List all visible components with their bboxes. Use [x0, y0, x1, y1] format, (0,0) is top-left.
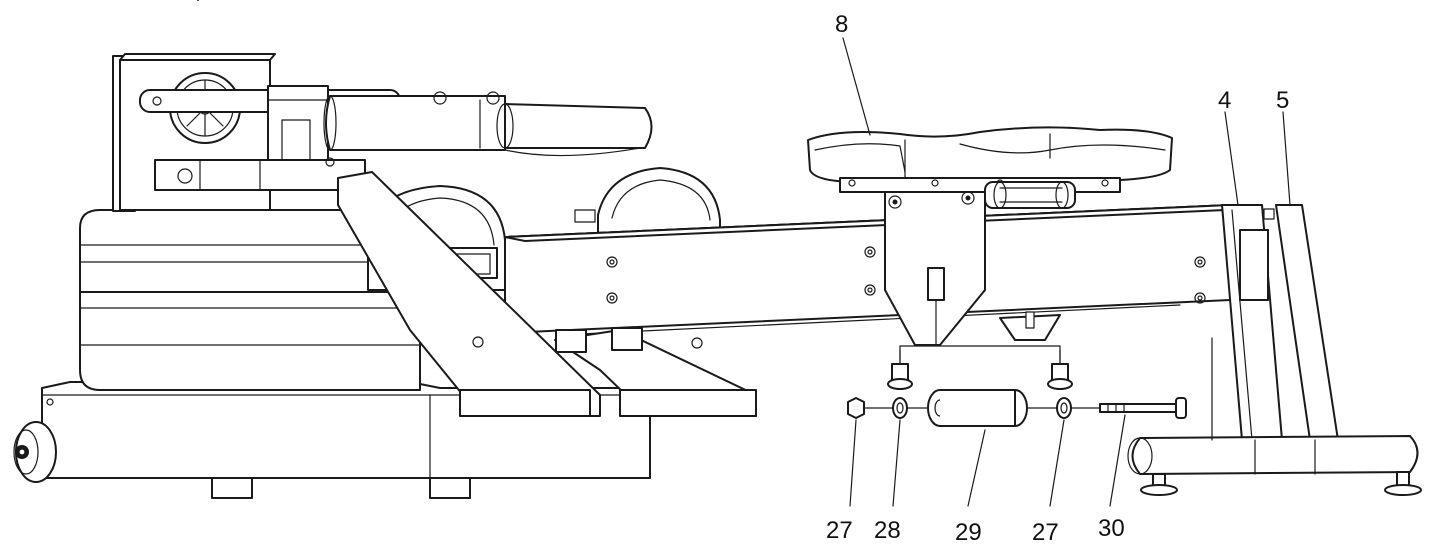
- callout-rail-support-rear: 5: [1276, 87, 1289, 114]
- seat-bracket: [884, 191, 1061, 346]
- diagonal-support: [337, 171, 757, 417]
- callout-roller: 29: [955, 519, 982, 546]
- callout-rail-support-front: 4: [1218, 87, 1231, 114]
- handle-bar: [323, 91, 653, 157]
- rear-foot-bar: [1127, 337, 1422, 496]
- callout-axle-bolt: 30: [1098, 515, 1125, 542]
- callout-bolt-nut-right: 27: [1032, 519, 1059, 546]
- leader-lines: [842, 37, 1291, 507]
- callout-labels: 8 4 5 27 28 29 27 30: [826, 11, 1289, 546]
- seat: [807, 126, 1173, 193]
- callout-bolt-nut-left: 27: [826, 517, 853, 544]
- rear-support-4: [1221, 204, 1283, 441]
- explode-lines: [899, 345, 1061, 369]
- callout-washer: 28: [874, 517, 901, 544]
- hardware-stack: [197, 0, 1187, 427]
- seat-carriage: [984, 181, 1076, 209]
- callout-seat: 8: [835, 11, 848, 38]
- water-tank: [79, 209, 421, 391]
- front-wheel: [13, 421, 57, 483]
